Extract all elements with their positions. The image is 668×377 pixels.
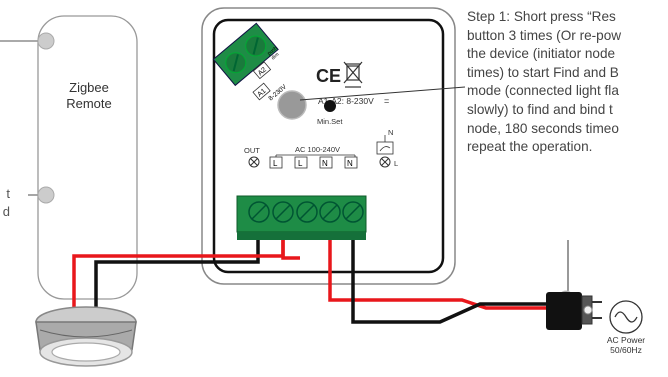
zigbee-remote-body bbox=[37, 15, 138, 300]
input-connector bbox=[212, 22, 279, 87]
l-symbol bbox=[379, 156, 391, 168]
terminal-l1: L bbox=[273, 159, 278, 168]
terminal-screws bbox=[248, 201, 364, 223]
downlight-lamp-icon bbox=[35, 306, 137, 367]
terminal-a1-label: A1 bbox=[256, 88, 267, 99]
wire-red-to-lamp bbox=[72, 240, 285, 320]
terminal-l2: L bbox=[298, 159, 303, 168]
dimmer-symbol bbox=[376, 141, 394, 155]
min-set-button[interactable] bbox=[324, 100, 336, 112]
ac-power-label: AC Power 50/60Hz bbox=[606, 335, 646, 355]
power-plug-icon bbox=[546, 240, 602, 330]
callout-line bbox=[299, 86, 466, 101]
remote-contact-top bbox=[37, 32, 55, 50]
input-spec-label: A1-A2: 8-230V bbox=[318, 96, 374, 106]
terminal-a2-label: A2 bbox=[257, 66, 268, 77]
terminal-letter-boxes: L L N N bbox=[269, 156, 358, 169]
wire-red-to-plug bbox=[328, 240, 548, 310]
dc-symbol: = bbox=[384, 96, 389, 106]
ce-mark: CE bbox=[316, 66, 341, 86]
n-label: N bbox=[388, 128, 393, 137]
l-label: L bbox=[394, 159, 398, 168]
terminal-block-base bbox=[237, 232, 366, 240]
sine-wave-icon bbox=[614, 311, 638, 323]
reset-label: Reset bbox=[280, 117, 301, 126]
terminal-n2: N bbox=[347, 159, 353, 168]
push-label: push bbox=[266, 45, 278, 57]
clipped-left-text: t d bbox=[2, 186, 10, 219]
ac-range-label: AC 100-240V bbox=[295, 145, 340, 154]
l-cross-b bbox=[381, 158, 389, 166]
wire-black-to-lamp bbox=[94, 240, 260, 322]
zigbee-remote-label: Zigbee Remote bbox=[66, 80, 112, 111]
remote-contact-bottom bbox=[37, 186, 55, 204]
reset-button[interactable] bbox=[277, 90, 307, 120]
out-lamp-symbol bbox=[248, 156, 260, 168]
out-lamp-cross-b bbox=[250, 158, 258, 166]
wire-black-to-plug bbox=[351, 240, 548, 324]
out-label: OUT bbox=[244, 146, 260, 155]
dimmer-symbol-curve bbox=[379, 146, 391, 152]
step-instructions: Step 1: Short press “Res button 3 times … bbox=[467, 9, 622, 155]
min-set-label: Min.Set bbox=[317, 117, 343, 126]
terminal-n1: N bbox=[322, 159, 328, 168]
dim-label: dim bbox=[270, 52, 280, 62]
weee-bin-icon bbox=[343, 61, 363, 88]
